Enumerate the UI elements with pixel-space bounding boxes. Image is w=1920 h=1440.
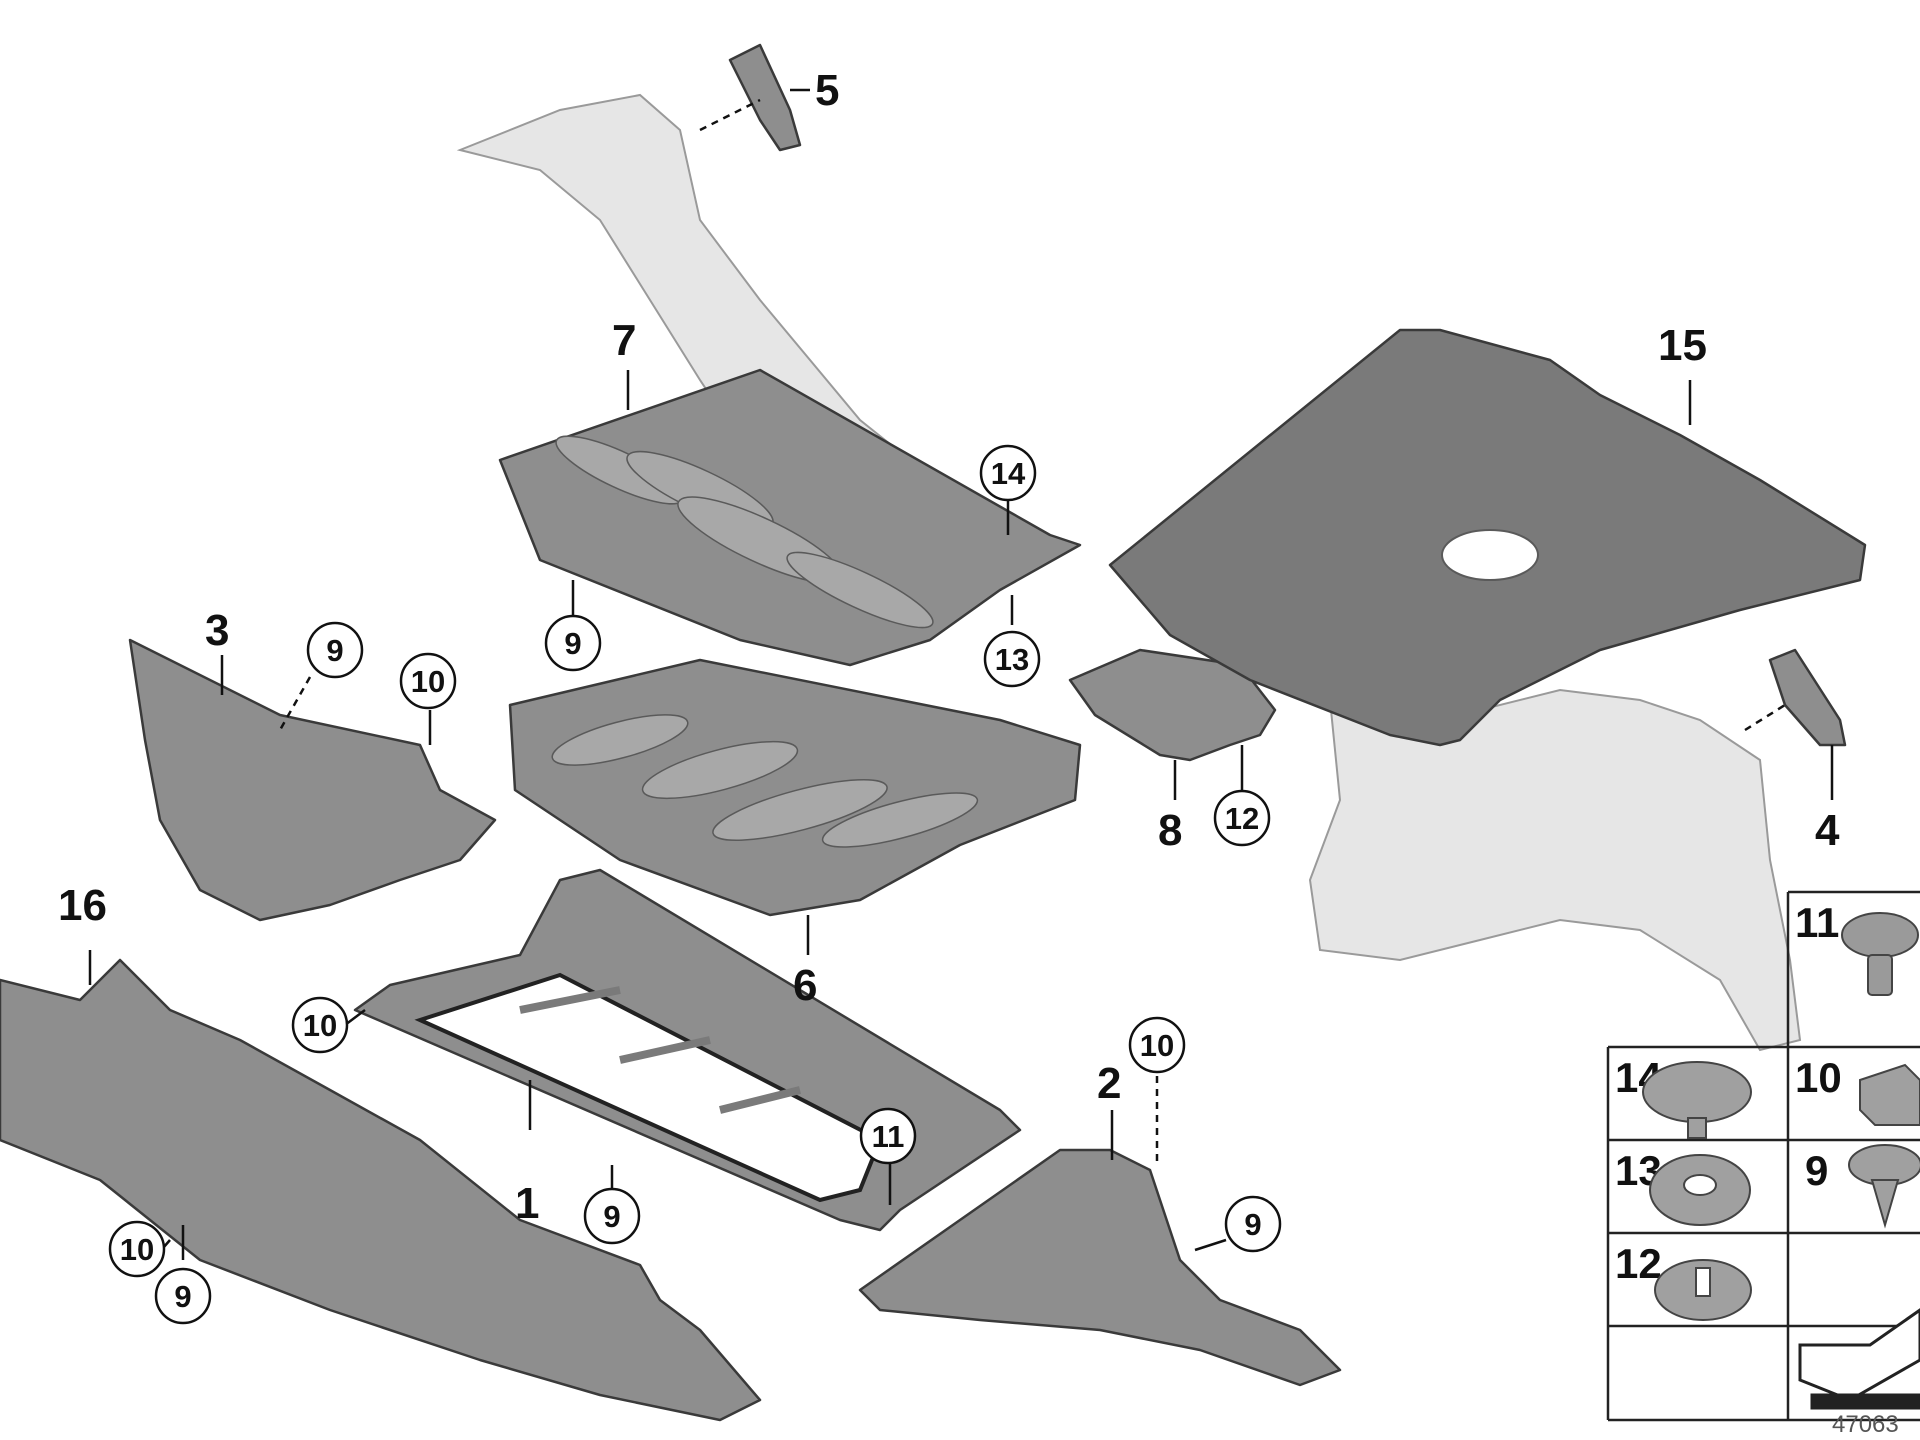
part-7-shield [498,368,1082,667]
part-1-opening [414,972,883,1203]
table-cell-9: 9 [1805,1147,1828,1194]
circled-callout-10: 10 [108,1220,166,1278]
circled-callout-9: 9 [1224,1195,1282,1253]
nut-clip-icon [1859,1063,1920,1126]
table-cell-12: 12 [1615,1240,1662,1287]
svg-text:9: 9 [174,1279,191,1314]
svg-text:13: 13 [995,642,1029,677]
svg-text:14: 14 [991,456,1026,491]
part-5-clip [728,43,802,152]
table-cell-11: 11 [1795,899,1839,946]
part-8-cover [1068,648,1277,762]
grommet-icon [1649,1154,1751,1226]
reference-number: 47063 [1832,1411,1899,1438]
svg-text:10: 10 [411,664,445,699]
part-6-ribs [551,714,979,848]
leader-lines [88,88,1834,1260]
circled-callout-9: 9 [544,614,602,672]
svg-text:11: 11 [872,1119,905,1154]
circled-callout-12: 12 [1213,789,1271,847]
callout-8: 8 [1158,806,1182,855]
circled-callout-14: 14 [979,444,1037,502]
callout-15: 15 [1658,321,1707,370]
callout-1: 1 [515,1179,539,1228]
part-3-trim [128,638,497,922]
part-15-hole [1441,529,1539,581]
callout-16: 16 [58,881,107,930]
callout-2: 2 [1097,1059,1121,1108]
part-7-ribs [555,435,934,629]
table-cell-10: 10 [1795,1054,1842,1101]
body-nut-icon [1654,1259,1752,1321]
part-2-trim [858,1148,1342,1387]
direction-arrow-icon [1798,1308,1920,1410]
part-4-clip [1768,648,1847,747]
svg-text:10: 10 [1140,1028,1174,1063]
part-16-panel [0,958,762,1422]
fastener-table: 11 14 10 13 9 12 [1606,890,1920,1422]
svg-text:10: 10 [303,1008,337,1043]
expansion-rivet-icon [1841,912,1919,996]
wheel-arch-liner-right [1308,688,1802,1052]
callout-3: 3 [205,606,229,655]
svg-text:9: 9 [1244,1207,1261,1242]
push-button-clip-icon [1642,1061,1752,1139]
circled-callout-11: 11 [859,1107,917,1165]
circled-callout-10: 10 [1128,1016,1186,1074]
circled-callout-9: 9 [306,621,364,679]
circled-callout-13: 13 [983,630,1041,688]
callout-7: 7 [612,316,636,365]
circled-callout-10: 10 [291,996,349,1054]
callout-4: 4 [1815,806,1840,855]
plastic-screw-icon [1848,1144,1920,1229]
circled-callout-10: 10 [399,652,457,710]
svg-text:9: 9 [564,626,581,661]
svg-text:12: 12 [1225,801,1259,836]
svg-text:9: 9 [326,633,343,668]
circled-callout-9: 9 [583,1187,641,1245]
svg-text:10: 10 [120,1232,154,1267]
callout-5: 5 [815,66,839,115]
circled-callout-9: 9 [154,1267,212,1325]
callout-6: 6 [793,961,817,1010]
svg-text:9: 9 [603,1199,620,1234]
